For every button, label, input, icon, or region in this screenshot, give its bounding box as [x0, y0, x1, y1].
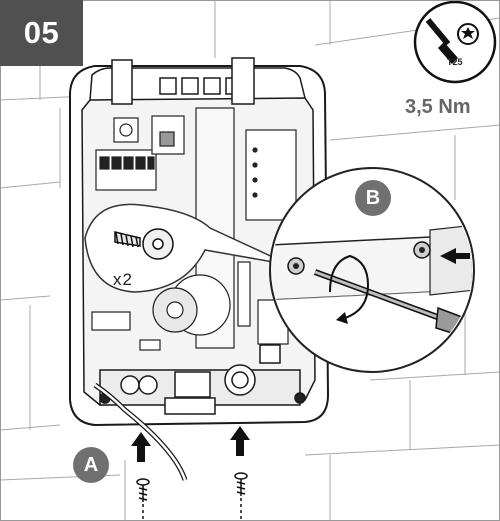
- step-number-badge: 05: [0, 0, 83, 66]
- torx-size-label: T25: [447, 57, 463, 67]
- screw-quantity-label: x2: [113, 270, 133, 289]
- callout-b-badge: B: [355, 180, 391, 216]
- torque-value-label: 3,5 Nm: [405, 96, 471, 118]
- cable-glands: [99, 344, 306, 415]
- bottom-screws: [136, 472, 248, 521]
- magnified-view-b: [269, 167, 475, 373]
- callout-a-badge: A: [73, 447, 109, 483]
- screw-detail-bubble: [84, 203, 291, 293]
- torx-screwdriver-icon: [413, 0, 497, 84]
- insert-arrows: [131, 426, 250, 462]
